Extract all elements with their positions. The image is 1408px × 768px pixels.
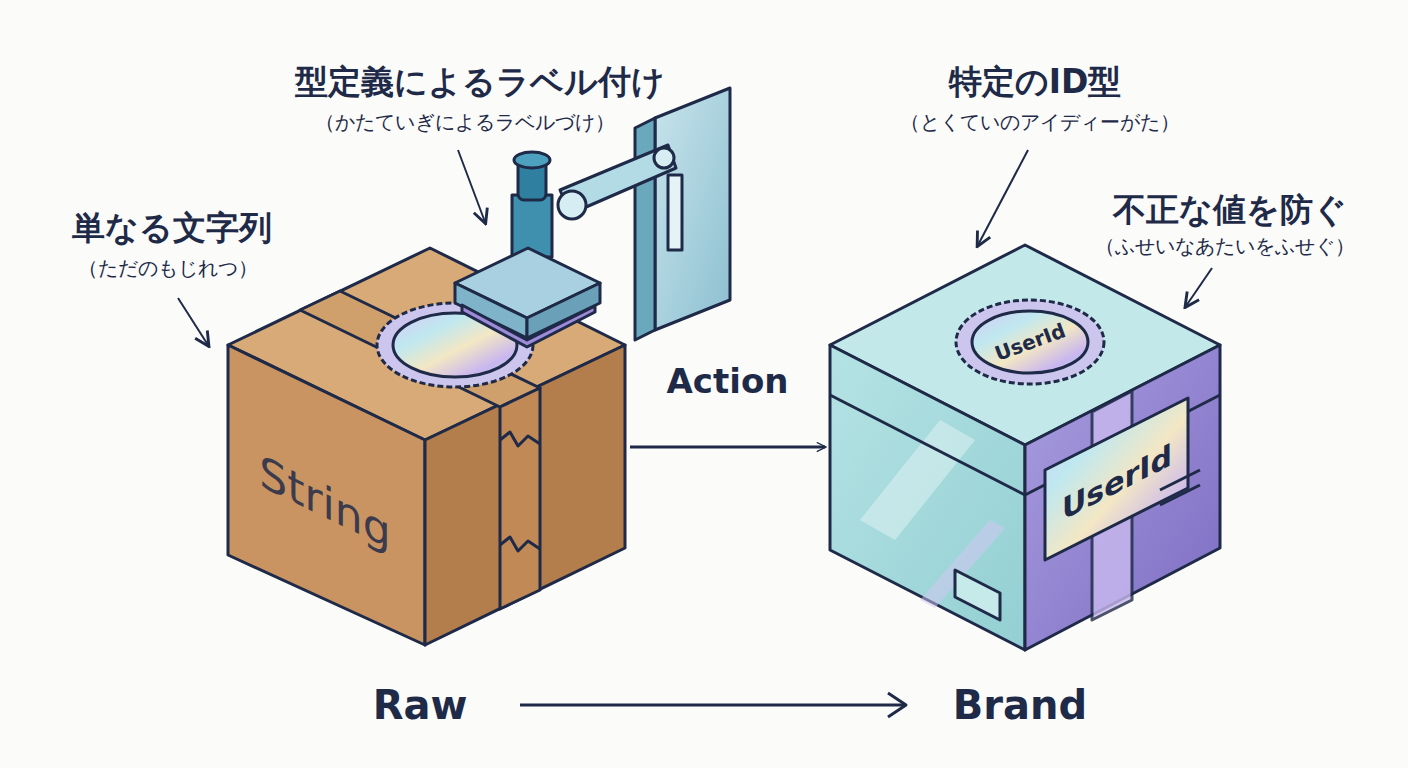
seal-outer (956, 300, 1104, 384)
arm-joint (558, 191, 586, 219)
cardboard-box-shape (215, 240, 630, 655)
wall-rail (635, 118, 655, 340)
text-line (1160, 485, 1200, 505)
callout-reading: （かたていぎによるラベルづけ） (315, 109, 615, 136)
action-arrow (630, 446, 825, 449)
callout-heading: 型定義によるラベル付け (295, 60, 665, 105)
box-side (1025, 345, 1220, 650)
callout-reading: （ふせいなあたいをふせぐ） (1095, 233, 1355, 260)
label-plate (1045, 398, 1188, 560)
leader-line (458, 150, 485, 222)
callout-heading: 特定のID型 (949, 60, 1122, 105)
hologram-seal (972, 311, 1088, 373)
tape-tear (500, 432, 540, 446)
tape-tear (500, 537, 540, 551)
hologram-seal (393, 313, 517, 377)
callout-reading: （とくていのアイディーがた） (900, 109, 1180, 136)
leader-line (1186, 268, 1212, 306)
arrow-head (888, 693, 906, 717)
stamp-knob (514, 152, 550, 168)
stamp-handle (518, 160, 546, 200)
callout-heading: 単なる文字列 (72, 206, 272, 251)
robot-arm (560, 145, 676, 214)
leader-line (978, 150, 1028, 245)
lid-edge (830, 395, 1025, 495)
callout-heading: 不正な値を防ぐ (1113, 188, 1347, 233)
callout-heading: Raw (373, 682, 468, 728)
callout-reading: （ただのもじれつ） (78, 255, 258, 282)
wall-rail (655, 88, 730, 330)
packing-tape (500, 388, 540, 609)
glass-reflection (860, 420, 975, 540)
arm-joint (654, 148, 674, 168)
brand-userid-box: UserIdUserId (825, 240, 1225, 655)
raw-brand-arrow (520, 704, 905, 707)
leader-line (178, 298, 208, 345)
small-tag (955, 570, 1000, 620)
seal-outer (377, 303, 533, 387)
rail-slot (668, 175, 682, 250)
callout-heading: Brand (953, 682, 1087, 728)
raw-string-box: String (215, 240, 630, 655)
box-front (830, 345, 1025, 650)
edge-label: Action (667, 361, 789, 401)
box-front (228, 345, 425, 645)
stamp-body (512, 195, 552, 257)
packing-tape (300, 291, 540, 407)
